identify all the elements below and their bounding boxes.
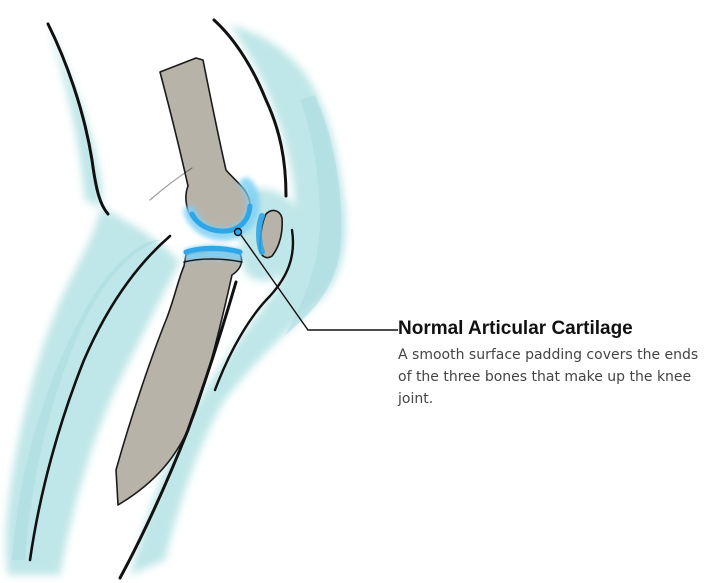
femur-bone: [160, 58, 250, 232]
callout-title: Normal Articular Cartilage: [398, 318, 710, 340]
cartilage-callout: Normal Articular Cartilage A smooth surf…: [398, 318, 710, 410]
callout-description: A smooth surface padding covers the ends…: [398, 344, 703, 410]
patella-cartilage: [259, 216, 262, 252]
